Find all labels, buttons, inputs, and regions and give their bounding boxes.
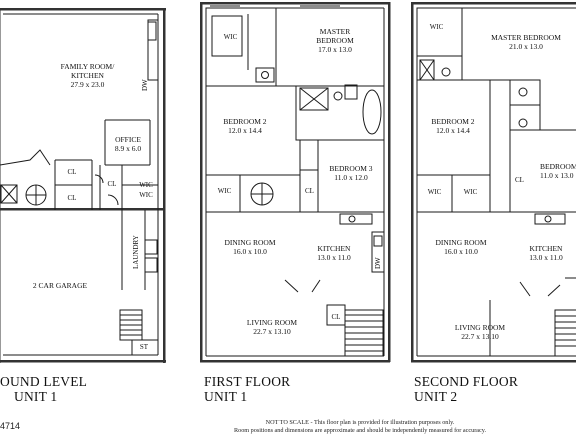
dishwasher-label: DW (374, 257, 382, 269)
scale-disclaimer: NOT TO SCALE - This floor plan is provid… (233, 419, 486, 434)
listing-code: 4714 (0, 421, 21, 431)
bedroom-3-label: BEDROOM 11.0 x 13.0 (540, 162, 576, 180)
living-room-label: LIVING ROOM 22.7 x 13.10 (454, 323, 506, 341)
ground-level-title: OUND LEVEL UNIT 1 (0, 374, 88, 404)
closet-label: CL (107, 180, 117, 188)
master-bedroom-label: MASTER BEDROOM 17.0 x 13.0 (316, 27, 354, 54)
walk-in-closet-label: WIC (463, 188, 478, 196)
walk-in-closet-label: WIC (139, 181, 153, 189)
walk-in-closet-label: WIC (139, 191, 153, 199)
living-room-label: LIVING ROOM 22.7 x 13.10 (246, 318, 298, 336)
ground-level-plan (0, 8, 166, 363)
storage-label: ST (139, 343, 149, 351)
closet-label: CL (67, 168, 77, 176)
closet-label: CL (305, 187, 314, 195)
walk-in-closet-label: WIC (217, 187, 232, 195)
dining-room-label: DINING ROOM 16.0 x 10.0 (224, 238, 276, 256)
second-floor-title: SECOND FLOOR UNIT 2 (414, 374, 519, 404)
bedroom-3-label: BEDROOM 3 11.0 x 12.0 (329, 164, 373, 182)
walk-in-closet-label: WIC (427, 188, 442, 196)
closet-label: CL (67, 194, 77, 202)
office-label: OFFICE 8.9 x 6.0 (114, 135, 142, 153)
walk-in-closet-label: WIC (223, 33, 238, 41)
master-bedroom-label: MASTER BEDROOM 21.0 x 13.0 (491, 33, 561, 51)
first-floor-plan (200, 2, 391, 363)
kitchen-label: KITCHEN 13.0 x 11.0 (529, 244, 563, 262)
second-floor-plan (411, 2, 576, 363)
garage-label: 2 CAR GARAGE (32, 281, 88, 290)
bedroom-2-label: BEDROOM 2 12.0 x 14.4 (223, 117, 267, 135)
closet-label: CL (515, 176, 524, 184)
walk-in-closet-label: WIC (429, 23, 444, 31)
kitchen-label: KITCHEN 13.0 x 11.0 (317, 244, 351, 262)
first-floor-title: FIRST FLOOR UNIT 1 (204, 374, 291, 404)
laundry-label: LAUNDRY (132, 235, 140, 269)
family-room-label: FAMILY ROOM/ KITCHEN 27.9 x 23.0 (60, 62, 115, 89)
dishwasher-label: DW (141, 79, 149, 91)
bedroom-2-label: BEDROOM 2 12.0 x 14.4 (431, 117, 475, 135)
dining-room-label: DINING ROOM 16.0 x 10.0 (435, 238, 487, 256)
closet-label: CL (331, 313, 341, 321)
